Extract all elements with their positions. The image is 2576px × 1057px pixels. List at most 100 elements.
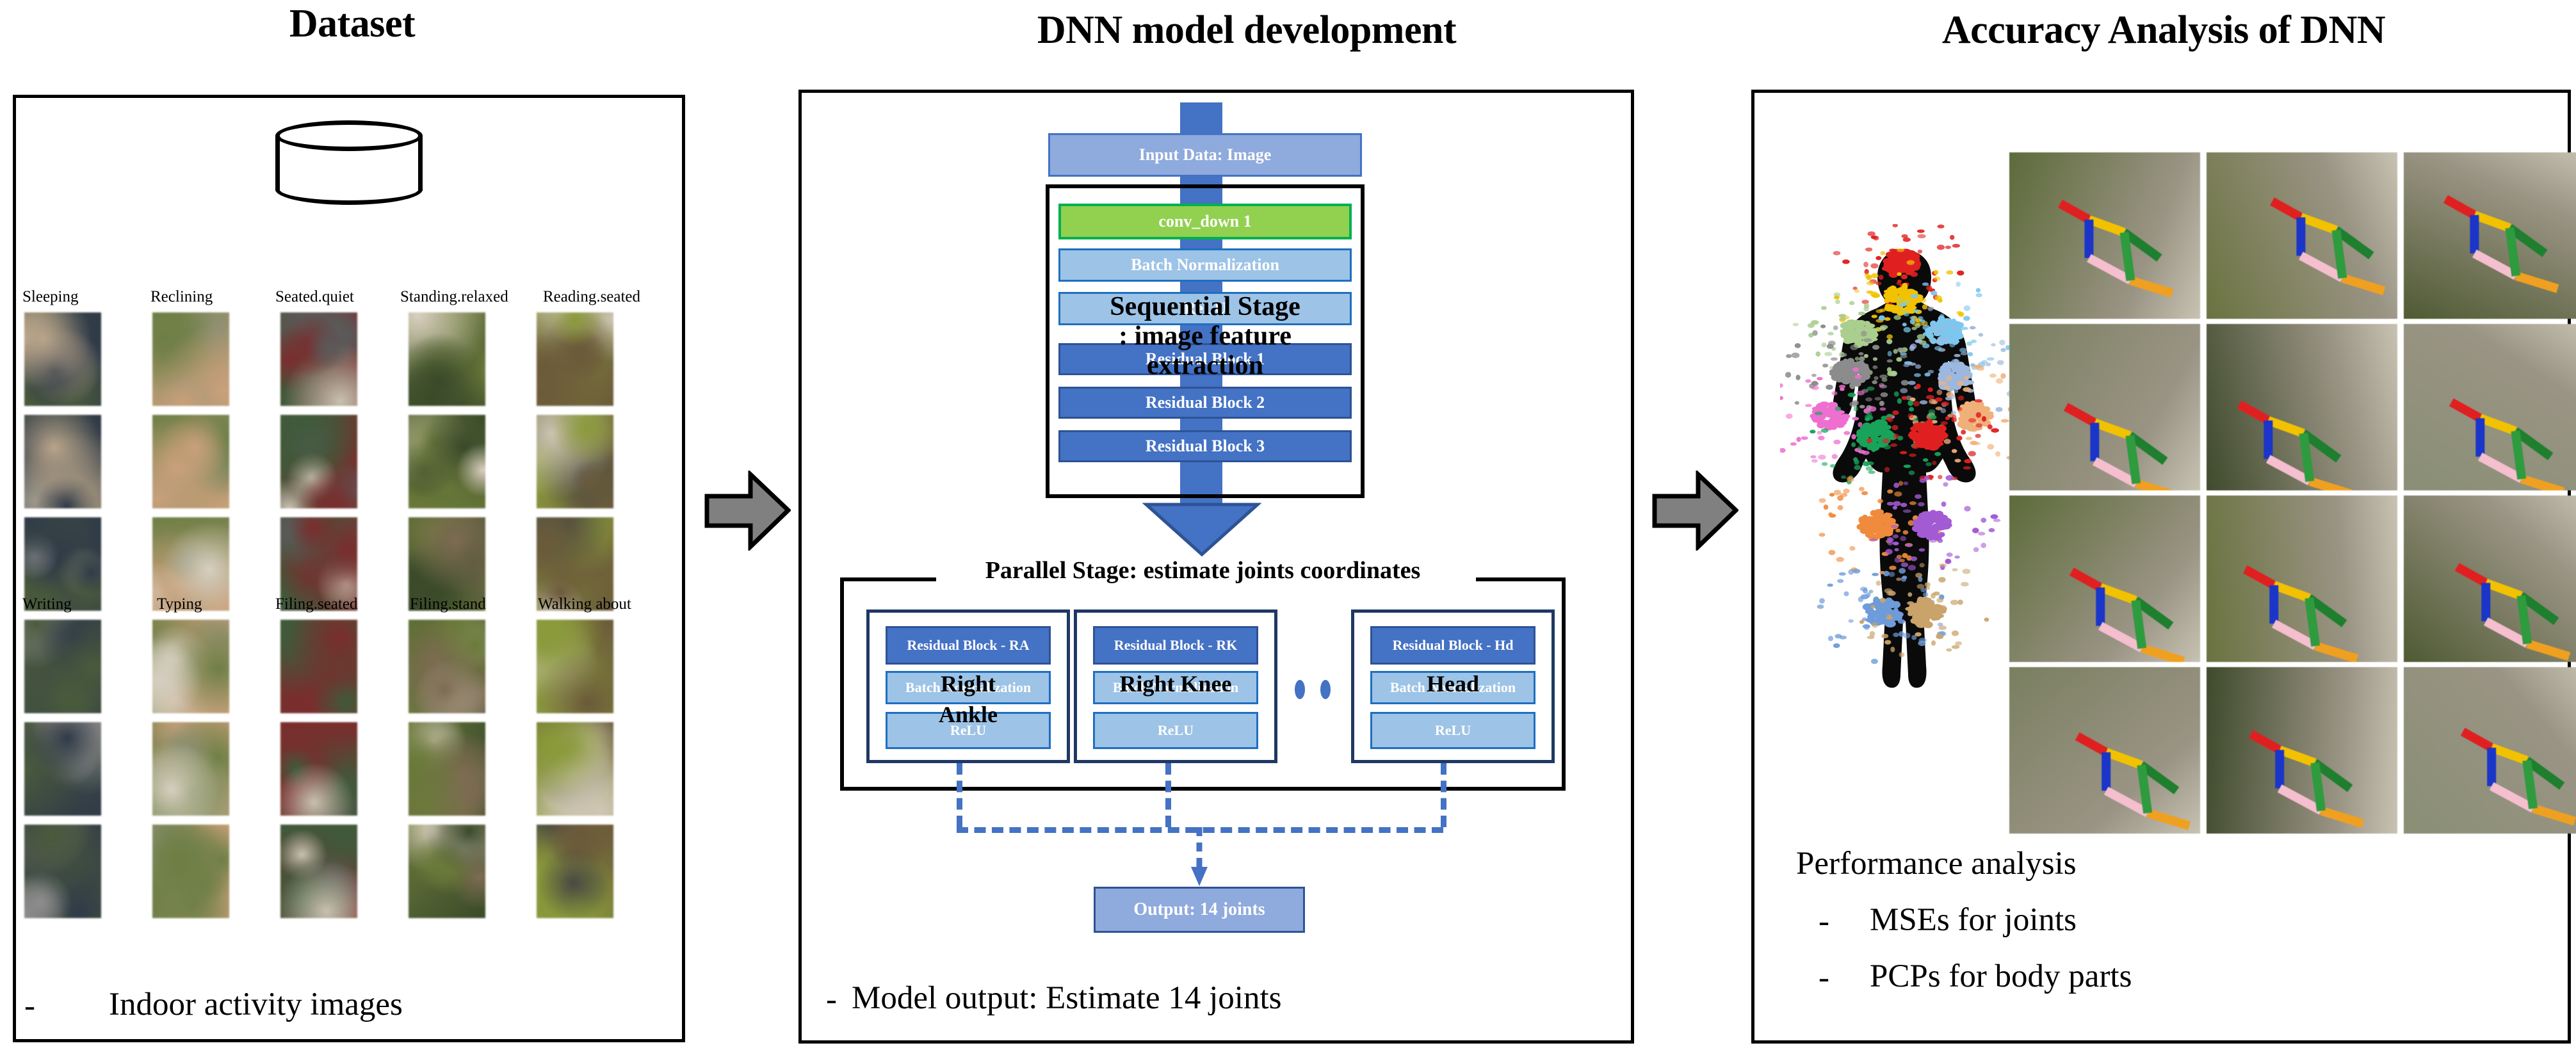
- dataset-class-label: Writing: [22, 595, 72, 613]
- dataset-thumbnail: [409, 415, 485, 508]
- pose-skeleton-overlay: [2454, 563, 2571, 661]
- dataset-thumbnail: [537, 517, 613, 611]
- joint-scatter-cluster: [1869, 475, 2001, 571]
- sequential-stage-frame: [1046, 184, 1365, 498]
- joint-scatter-cluster: [1785, 324, 1912, 410]
- dataset-thumbnail: [537, 620, 613, 713]
- branch-label-right-knee: Right Knee: [1119, 671, 1232, 697]
- branch-connector-3: [1441, 763, 1446, 827]
- database-cylinder-icon: [275, 120, 423, 205]
- dataset-thumbnail: [537, 722, 613, 816]
- pose-skeleton-overlay: [2058, 199, 2174, 298]
- dnn-caption-dash: -: [826, 981, 837, 1017]
- dataset-class-label: Walking about: [538, 595, 631, 613]
- dataset-thumbnail: [152, 825, 229, 918]
- block-relu-hd: ReLU: [1370, 712, 1535, 749]
- branch-label-head: Head: [1426, 671, 1479, 697]
- branch-label-right-ankle-line1: Right: [940, 671, 996, 697]
- dataset-class-label: Reading.seated: [543, 288, 641, 305]
- pose-result-image: [2207, 667, 2397, 834]
- parallel-stage-title: Parallel Stage: estimate joints coordina…: [985, 557, 1421, 584]
- pose-skeleton-overlay: [2270, 197, 2386, 296]
- dataset-thumbnail: [24, 312, 101, 406]
- block-residual-rk: Residual Block - RK: [1093, 626, 1258, 665]
- pose-result-image: [2207, 496, 2397, 662]
- block-batch-normalization: Batch Normalization: [1058, 248, 1352, 282]
- dataset-caption: Indoor activity images: [109, 987, 403, 1022]
- parallel-frame-top-right: [1476, 577, 1566, 581]
- output-arrow-icon: [1190, 827, 1209, 886]
- page-title-accuracy: Accuracy Analysis of DNN: [1941, 8, 2386, 52]
- pose-skeleton-overlay: [2242, 565, 2359, 662]
- body-silhouette-shape: [1833, 250, 1976, 688]
- dataset-caption-dash: -: [24, 988, 35, 1024]
- joint-scatter-cluster: [1859, 563, 1989, 658]
- dataset-thumbnail: [24, 825, 101, 918]
- dataset-thumbnail: [24, 517, 101, 611]
- right-arrow-icon: [1652, 469, 1740, 553]
- dataset-thumbnail: [280, 517, 357, 611]
- parallel-stage-frame: [840, 577, 1566, 791]
- sequential-stage-overlay-line1: Sequential Stage: [1110, 292, 1300, 321]
- dataset-thumbnail: [280, 312, 357, 406]
- block-relu: ReLU: [1058, 292, 1352, 325]
- block-residual-ra: Residual Block - RA: [886, 626, 1051, 665]
- pose-result-image: [2009, 152, 2200, 319]
- dataset-thumbnail: [24, 415, 101, 508]
- branch-connector-2: [1165, 763, 1171, 827]
- dataset-thumbnail: [280, 722, 357, 816]
- ellipsis-dot-icon: [1320, 680, 1331, 699]
- dataset-thumbnail: [409, 312, 485, 406]
- block-residual-2: Residual Block 2: [1058, 387, 1352, 419]
- dataset-class-label: Filing.seated: [275, 595, 358, 613]
- accuracy-caption: Performance analysis: [1796, 846, 2077, 882]
- block-batch-norm-ra: Batch Normalization: [886, 671, 1051, 704]
- pose-result-image: [2009, 496, 2200, 662]
- dataset-class-label: Filing.stand: [410, 595, 486, 613]
- joint-scatter-cluster: [1867, 383, 1999, 481]
- block-relu-rk: ReLU: [1093, 712, 1258, 749]
- pose-result-image: [2207, 324, 2397, 490]
- block-relu-ra: ReLU: [886, 712, 1051, 749]
- block-batch-norm-rk: Batch Normalization: [1093, 671, 1258, 704]
- pose-skeleton-overlay: [2063, 403, 2174, 490]
- dataset-thumbnail: [409, 517, 485, 611]
- dataset-thumbnail: [152, 620, 229, 713]
- page-title-dnn: DNN model development: [1037, 8, 1457, 52]
- dataset-thumbnail: [24, 620, 101, 713]
- pose-result-image: [2404, 324, 2576, 490]
- accuracy-bullet-dash-1: -: [1819, 903, 1829, 939]
- page-title-dataset: Dataset: [289, 2, 416, 45]
- dataset-thumbnail: [537, 825, 613, 918]
- pose-skeleton-overlay: [2460, 727, 2576, 826]
- dataset-thumbnail: [280, 620, 357, 713]
- dataset-thumbnail: [152, 312, 229, 406]
- block-batch-norm-hd: Batch Normalization: [1370, 671, 1535, 704]
- dataset-thumbnail: [537, 415, 613, 508]
- accuracy-bullet-dash-2: -: [1819, 960, 1829, 996]
- dataset-thumbnail: [152, 722, 229, 816]
- branch-label-right-ankle-line2: Ankle: [938, 702, 998, 727]
- dataset-thumbnail: [24, 722, 101, 816]
- block-conv-down-1: conv_down 1: [1058, 204, 1352, 239]
- pose-skeleton-overlay: [2248, 730, 2365, 828]
- dataset-class-label: Typing: [157, 595, 202, 613]
- accuracy-bullet-2: PCPs for body parts: [1870, 958, 2132, 994]
- pose-result-image: [2009, 667, 2200, 834]
- ellipsis-dot-icon: [1295, 680, 1305, 699]
- block-output-14-joints: Output: 14 joints: [1094, 887, 1305, 933]
- pose-skeleton-overlay: [2443, 195, 2559, 293]
- dataset-thumbnail: [152, 415, 229, 508]
- joint-scatter-cluster: [1810, 386, 1941, 485]
- block-input-data: Input Data: Image: [1048, 133, 1362, 177]
- dnn-caption: Model output: Estimate 14 joints: [852, 980, 1282, 1016]
- sequential-stage-overlay-line2: : image feature: [1119, 321, 1292, 351]
- dataset-thumbnail: [409, 825, 485, 918]
- sequential-stage-overlay-line3: extraction: [1147, 351, 1263, 380]
- pose-skeleton-overlay: [2237, 400, 2353, 490]
- parallel-frame-top-left: [840, 577, 936, 581]
- dataset-class-label: Sleeping: [22, 288, 79, 305]
- pose-skeleton-overlay: [2069, 567, 2185, 662]
- joint-scatter-cluster: [1909, 364, 2039, 463]
